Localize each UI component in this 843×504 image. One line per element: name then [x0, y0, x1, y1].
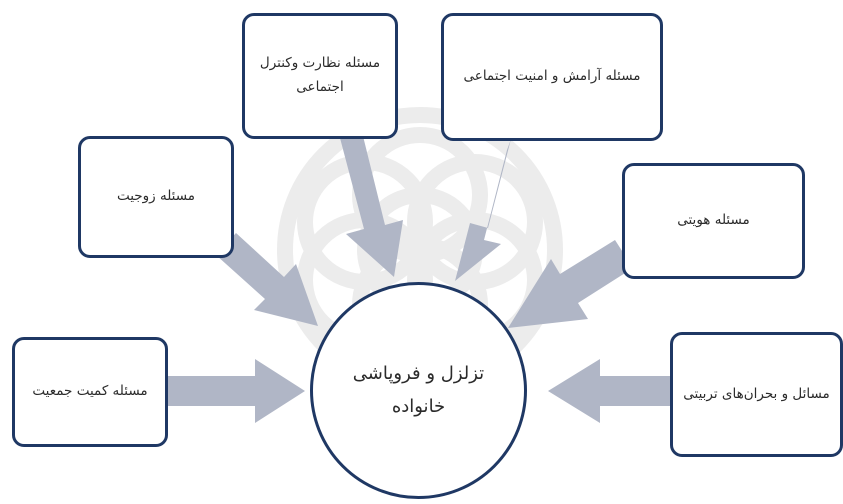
box-social-security: مسئله آرامش و امنیت اجتماعی: [441, 13, 663, 141]
center-circle: تزلزل و فروپاشی خانواده: [310, 282, 527, 499]
arrow-population: [162, 359, 305, 423]
arrow-social-security: [455, 139, 511, 281]
box-population: مسئله کمیت جمعیت: [12, 337, 168, 447]
arrow-marriage: [216, 233, 318, 326]
arrow-social-control: [340, 132, 403, 277]
box-social-security-label: مسئله آرامش و امنیت اجتماعی: [463, 68, 641, 85]
box-social-control-label: مسئله نظارت وکنترل اجتماعی: [259, 55, 381, 95]
box-educational: مسائل و بحران‌های تربیتی: [670, 332, 843, 457]
center-label: تزلزل و فروپاشی خانواده: [352, 363, 485, 417]
box-identity-label: مسئله هویتی: [677, 212, 750, 229]
box-identity: مسئله هویتی: [622, 163, 805, 279]
box-population-label: مسئله کمیت جمعیت: [32, 383, 148, 400]
box-educational-label: مسائل و بحران‌های تربیتی: [683, 385, 830, 402]
box-social-control: مسئله نظارت وکنترل اجتماعی: [242, 13, 398, 139]
arrow-identity: [508, 240, 633, 328]
box-marriage: مسئله زوجیت: [78, 136, 234, 258]
box-marriage-label: مسئله زوجیت: [116, 188, 196, 205]
arrow-educational: [548, 359, 672, 423]
